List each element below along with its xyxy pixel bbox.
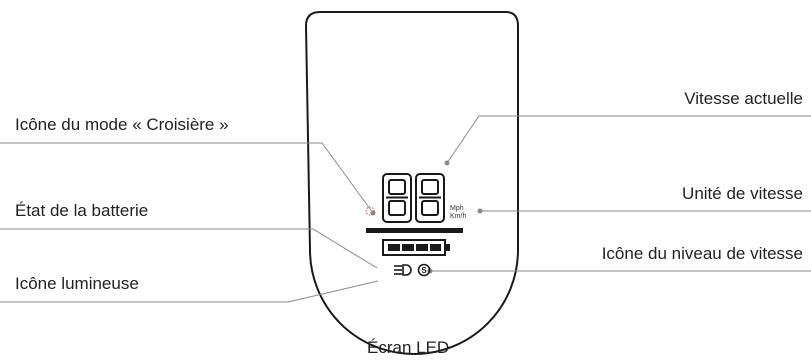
speed-level-icon: S bbox=[417, 263, 431, 277]
speed-digits bbox=[382, 173, 445, 223]
dot-speed bbox=[444, 160, 450, 166]
dot-cruise bbox=[370, 210, 376, 216]
label-current-speed: Vitesse actuelle bbox=[684, 89, 803, 108]
leader-lines bbox=[0, 115, 811, 303]
leader-speed bbox=[446, 115, 811, 164]
headlight-icon bbox=[394, 264, 412, 276]
battery-icon bbox=[382, 239, 450, 256]
speed-level-glyph: S bbox=[421, 266, 427, 275]
leader-cruise bbox=[0, 142, 374, 214]
label-cruise-icon: Icône du mode « Croisière » bbox=[15, 115, 229, 134]
unit-kmh: Km/h bbox=[450, 213, 466, 220]
cruise-icon bbox=[365, 206, 375, 216]
dot-unit bbox=[477, 208, 483, 214]
digit-1 bbox=[382, 173, 412, 223]
unit-mph: Mph bbox=[450, 205, 464, 212]
leader-battery bbox=[0, 228, 378, 269]
label-battery-state: État de la batterie bbox=[15, 201, 149, 220]
digit-2 bbox=[415, 173, 445, 223]
leader-light bbox=[0, 280, 379, 303]
caption-led-screen: Écran LED bbox=[367, 338, 450, 357]
label-speed-unit: Unité de vitesse bbox=[682, 184, 803, 203]
label-speed-level-icon: Icône du niveau de vitesse bbox=[601, 244, 803, 263]
speed-underline-bar bbox=[366, 228, 463, 233]
label-light-icon: Icône lumineuse bbox=[15, 274, 139, 293]
